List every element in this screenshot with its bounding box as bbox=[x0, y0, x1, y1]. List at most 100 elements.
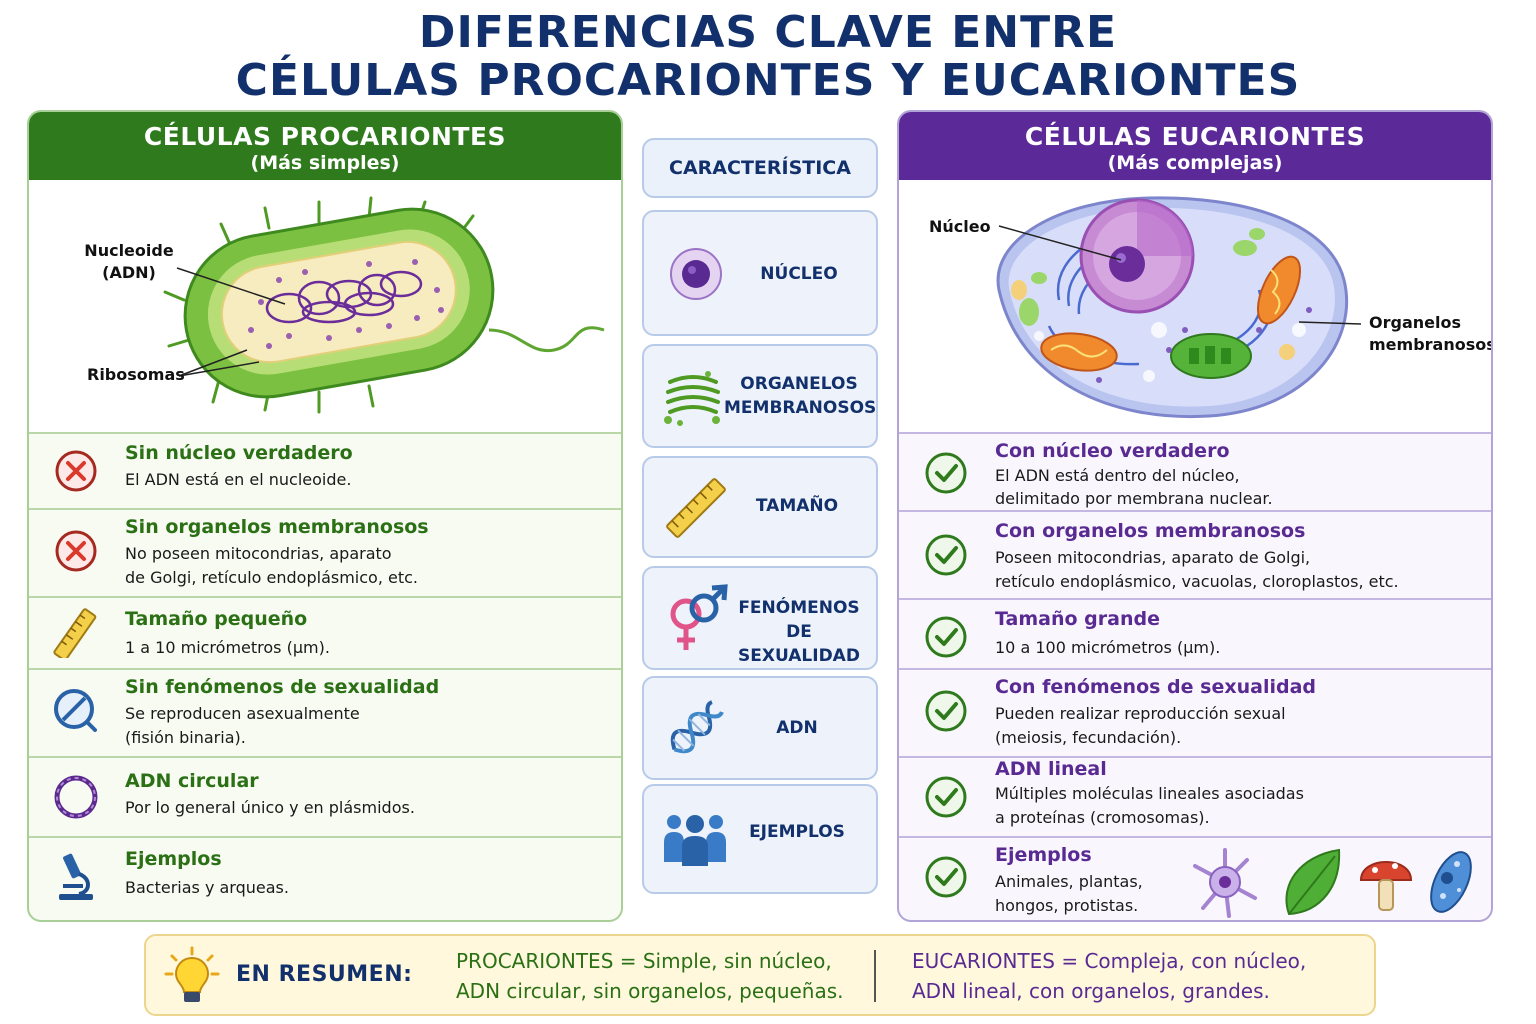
row-desc-line-2: a proteínas (cromosomas). bbox=[995, 808, 1210, 827]
eukaryote-row-examples: Ejemplos Animales, plantas, hongos, prot… bbox=[899, 836, 1491, 920]
characteristic-organelles: ORGANELOS MEMBRANOSOS bbox=[642, 344, 878, 448]
x-circle-icon bbox=[55, 450, 97, 492]
eukaryote-cell-illustration: Núcleo Organelos membranosos bbox=[899, 180, 1491, 432]
gender-symbols-icon bbox=[670, 584, 728, 650]
characteristic-size: TAMAÑO bbox=[642, 456, 878, 558]
row-desc-line-2: retículo endoplásmico, vacuolas, cloropl… bbox=[995, 572, 1399, 591]
row-desc-line-1: Múltiples moléculas lineales asociadas bbox=[995, 784, 1304, 803]
characteristic-dna: ADN bbox=[642, 676, 878, 780]
nucleoid-label-line-2: (ADN) bbox=[102, 263, 156, 282]
characteristic-header-label: CARACTERÍSTICA bbox=[669, 157, 851, 179]
neuron-icon bbox=[1193, 848, 1257, 918]
summary-prokaryote: PROCARIONTES = Simple, sin núcleo, ADN c… bbox=[456, 946, 844, 1006]
check-circle-icon bbox=[925, 690, 967, 732]
prokaryote-row-nucleus: Sin núcleo verdadero El ADN está en el n… bbox=[29, 432, 621, 508]
check-circle-icon bbox=[925, 776, 967, 818]
characteristic-header: CARACTERÍSTICA bbox=[642, 138, 878, 198]
row-desc: Bacterias y arqueas. bbox=[125, 878, 289, 897]
eukaryote-heading: CÉLULAS EUCARIONTES bbox=[1024, 122, 1366, 151]
characteristic-nucleus: NÚCLEO bbox=[642, 210, 878, 336]
characteristic-label: ADN bbox=[776, 718, 818, 738]
characteristic-label: NÚCLEO bbox=[760, 264, 838, 284]
row-desc: 1 a 10 micrómetros (µm). bbox=[125, 638, 330, 657]
protist-icon bbox=[1430, 851, 1472, 913]
eukaryote-rows: Con núcleo verdadero El ADN está dentro … bbox=[899, 432, 1491, 920]
row-title: Sin organelos membranosos bbox=[125, 516, 429, 538]
prokaryote-row-size: Tamaño pequeño 1 a 10 micrómetros (µm). bbox=[29, 596, 621, 668]
nucleus-icon bbox=[670, 248, 722, 300]
prokaryote-row-examples: Ejemplos Bacterias y arqueas. bbox=[29, 836, 621, 920]
x-circle-icon bbox=[55, 530, 97, 572]
summary-prokaryote-line-2: ADN circular, sin organelos, pequeñas. bbox=[456, 979, 844, 1003]
nucleus-label: Núcleo bbox=[929, 217, 991, 236]
eukaryote-row-sexuality: Con fenómenos de sexualidad Pueden reali… bbox=[899, 668, 1491, 756]
microscope-icon bbox=[59, 853, 93, 900]
summary-divider bbox=[874, 950, 876, 1002]
row-title: Con fenómenos de sexualidad bbox=[995, 676, 1317, 698]
prokaryote-row-sexuality: Sin fenómenos de sexualidad Se reproduce… bbox=[29, 668, 621, 756]
bacterium-illustration: Nucleoide (ADN) Ribosomas bbox=[29, 180, 621, 432]
summary-eukaryote-line-1: EUCARIONTES = Compleja, con núcleo, bbox=[912, 949, 1307, 973]
prokaryote-panel: CÉLULAS PROCARIONTES (Más simples) bbox=[27, 110, 623, 922]
row-desc-line-1: El ADN está dentro del núcleo, bbox=[995, 466, 1240, 485]
dna-helix-icon bbox=[670, 700, 724, 754]
circular-dna-icon bbox=[54, 775, 98, 819]
leaf-icon bbox=[1285, 848, 1341, 916]
characteristic-label: EJEMPLOS bbox=[749, 822, 845, 842]
row-desc: El ADN está en el nucleoide. bbox=[125, 470, 352, 489]
ruler-icon bbox=[53, 608, 97, 658]
prokaryote-header: CÉLULAS PROCARIONTES (Más simples) bbox=[29, 112, 621, 180]
eukaryote-row-dna: ADN lineal Múltiples moléculas lineales … bbox=[899, 756, 1491, 836]
row-desc: 10 a 100 micrómetros (µm). bbox=[995, 638, 1221, 657]
organelles-label-line-2: membranosos bbox=[1369, 335, 1493, 354]
row-title: Con organelos membranosos bbox=[995, 520, 1306, 542]
prokaryote-row-dna: ADN circular Por lo general único y en p… bbox=[29, 756, 621, 836]
prokaryote-subheading: (Más simples) bbox=[250, 152, 400, 174]
eukaryote-subheading: (Más complejas) bbox=[1107, 152, 1283, 174]
summary-box: EN RESUMEN: PROCARIONTES = Simple, sin n… bbox=[144, 934, 1376, 1016]
row-desc-line-2: (fisión binaria). bbox=[125, 728, 246, 747]
golgi-icon bbox=[664, 371, 720, 426]
check-circle-icon bbox=[925, 452, 967, 494]
eukaryote-header: CÉLULAS EUCARIONTES (Más complejas) bbox=[899, 112, 1491, 180]
eukaryote-cell-drawing bbox=[996, 196, 1362, 419]
eukaryote-row-size: Tamaño grande 10 a 100 micrómetros (µm). bbox=[899, 598, 1491, 668]
row-desc-line-1: Se reproducen asexualmente bbox=[125, 704, 360, 723]
row-desc-line-2: (meiosis, fecundación). bbox=[995, 728, 1182, 747]
nucleoid-label: Nucleoide (ADN) bbox=[84, 240, 174, 284]
people-icon bbox=[664, 815, 726, 866]
row-title: Sin fenómenos de sexualidad bbox=[125, 676, 440, 698]
organelles-label-line-1: Organelos bbox=[1369, 313, 1461, 332]
characteristic-label: TAMAÑO bbox=[755, 496, 839, 516]
row-desc-line-1: Animales, plantas, bbox=[995, 872, 1143, 891]
row-desc-line-2: delimitado por membrana nuclear. bbox=[995, 489, 1273, 508]
eukaryote-panel: CÉLULAS EUCARIONTES (Más complejas) bbox=[897, 110, 1493, 922]
summary-prokaryote-line-1: PROCARIONTES = Simple, sin núcleo, bbox=[456, 949, 832, 973]
row-desc: Por lo general único y en plásmidos. bbox=[125, 798, 415, 817]
no-symbol-icon bbox=[54, 689, 97, 732]
characteristic-examples: EJEMPLOS bbox=[642, 784, 878, 894]
row-title: ADN lineal bbox=[995, 758, 1107, 780]
eukaryote-row-nucleus: Con núcleo verdadero El ADN está dentro … bbox=[899, 432, 1491, 510]
characteristic-label-line-2: DE SEXUALIDAD bbox=[738, 622, 860, 666]
mushroom-icon bbox=[1359, 861, 1413, 911]
row-desc-line-1: Poseen mitocondrias, aparato de Golgi, bbox=[995, 548, 1311, 567]
characteristic-label-line-2: MEMBRANOSOS bbox=[724, 398, 877, 418]
ruler-icon bbox=[666, 478, 726, 538]
organelles-label: Organelos membranosos bbox=[1369, 312, 1493, 356]
page-title-line-1: DIFERENCIAS CLAVE ENTRE bbox=[418, 7, 1118, 58]
examples-illustrations bbox=[1193, 848, 1472, 918]
characteristic-label-line-1: FENÓMENOS bbox=[738, 598, 860, 618]
row-desc-line-2: de Golgi, retículo endoplásmico, etc. bbox=[125, 568, 418, 587]
row-title: Ejemplos bbox=[125, 848, 222, 870]
prokaryote-row-organelles: Sin organelos membranosos No poseen mito… bbox=[29, 508, 621, 596]
prokaryote-heading: CÉLULAS PROCARIONTES bbox=[143, 122, 507, 151]
row-desc-line-2: hongos, protistas. bbox=[995, 896, 1139, 915]
summary-label: EN RESUMEN: bbox=[236, 962, 413, 987]
summary-eukaryote: EUCARIONTES = Compleja, con núcleo, ADN … bbox=[912, 946, 1306, 1006]
check-circle-icon bbox=[925, 534, 967, 576]
nucleoid-label-line-1: Nucleoide bbox=[84, 241, 174, 260]
check-circle-icon bbox=[925, 616, 967, 658]
row-title: Tamaño grande bbox=[995, 608, 1160, 630]
check-circle-icon bbox=[925, 856, 967, 898]
